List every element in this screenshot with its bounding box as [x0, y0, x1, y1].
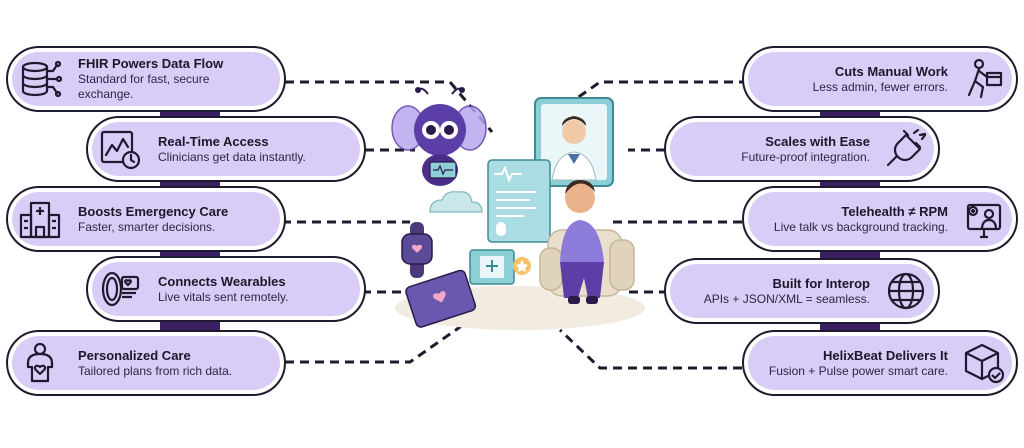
card-telehealth-rpm: Telehealth ≠ RPM Live talk vs background… [742, 186, 1018, 252]
card-built-for-interop: Built for Interop APIs + JSON/XML = seam… [664, 258, 940, 324]
card-fhir-data-flow: FHIR Powers Data Flow Standard for fast,… [6, 46, 286, 112]
card-description: Standard for fast, secure exchange. [78, 72, 210, 101]
card-helixbeat-delivers: HelixBeat Delivers It Fusion + Pulse pow… [742, 330, 1018, 396]
card-title: Connects Wearables [158, 273, 286, 289]
health-record-panel [487, 159, 551, 243]
mini-hospital [469, 249, 515, 285]
card-title: FHIR Powers Data Flow [78, 56, 224, 71]
card-description: Tailored plans from rich data. [78, 363, 233, 378]
card-personalized-care: Personalized Care Tailored plans from ri… [6, 330, 286, 396]
card-emergency-care: Boosts Emergency Care Faster, smarter de… [6, 186, 286, 252]
card-title: Cuts Manual Work [834, 63, 948, 79]
telehealth-monitor-icon [956, 192, 1012, 246]
right-connector-band-4 [820, 322, 880, 332]
smartwatch [401, 222, 433, 278]
realtime-chart-clock-icon [92, 122, 148, 176]
wearable-watch-icon [92, 262, 148, 316]
bee-mascot [391, 87, 487, 186]
card-real-time-access: Real-Time Access Clinicians get data ins… [86, 116, 366, 182]
doctor-video-screen [534, 97, 614, 187]
patient-in-chair [539, 180, 635, 304]
card-connects-wearables: Connects Wearables Live vitals sent remo… [86, 256, 366, 322]
globe-icon [878, 264, 934, 318]
card-title: HelixBeat Delivers It [822, 347, 948, 363]
card-description: Faster, smarter decisions. [78, 219, 216, 234]
cloud-shape [429, 191, 483, 213]
card-description: Live vitals sent remotely. [158, 289, 289, 304]
card-title: Real-Time Access [158, 133, 269, 149]
tablet-device [405, 269, 477, 328]
center-illustration [391, 87, 645, 330]
person-carrying-box-icon [956, 52, 1012, 106]
card-description: Fusion + Pulse power smart care. [768, 363, 948, 378]
card-title: Scales with Ease [765, 133, 870, 149]
right-connector-band-3 [820, 252, 880, 262]
database-network-icon [12, 52, 68, 106]
card-title: Personalized Care [78, 347, 191, 363]
card-scales-with-ease: Scales with Ease Future-proof integratio… [664, 116, 940, 182]
delivery-box-icon [956, 336, 1012, 390]
leader-line-left-1 [285, 80, 494, 133]
card-description: APIs + JSON/XML = seamless. [703, 291, 870, 306]
card-cuts-manual-work: Cuts Manual Work Less admin, fewer error… [742, 46, 1018, 112]
card-description: Clinicians get data instantly. [158, 149, 306, 164]
leader-line-left-5 [285, 318, 471, 364]
card-title: Boosts Emergency Care [78, 203, 229, 219]
card-title: Built for Interop [772, 275, 871, 291]
leader-line-right-5 [558, 328, 742, 370]
plug-icon [878, 122, 934, 176]
card-description: Live talk vs background tracking. [773, 219, 948, 234]
card-title: Telehealth ≠ RPM [841, 203, 948, 219]
hospital-icon [12, 192, 68, 246]
card-description: Less admin, fewer errors. [812, 79, 948, 94]
person-heart-icon [12, 336, 68, 390]
card-description: Future-proof integration. [741, 149, 870, 164]
left-connector-band-4 [160, 322, 220, 332]
